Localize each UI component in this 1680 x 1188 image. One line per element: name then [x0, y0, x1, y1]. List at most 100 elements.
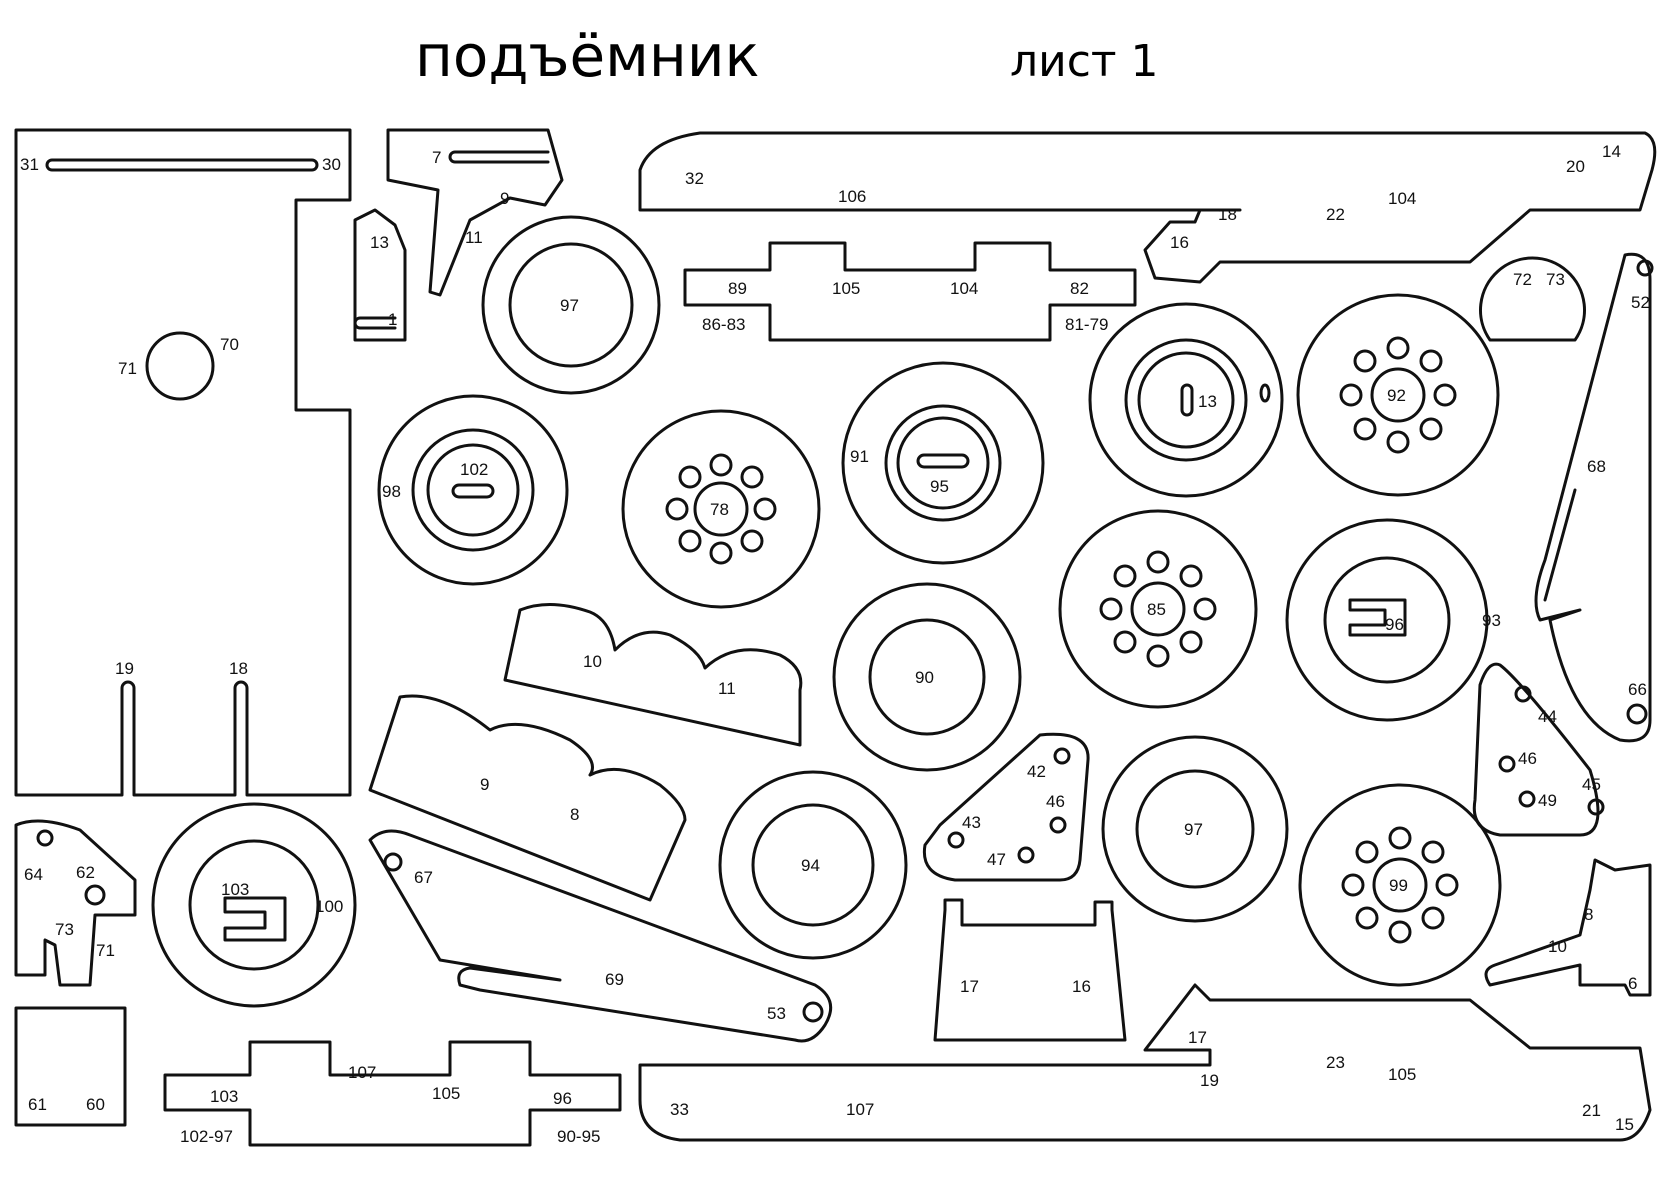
part-bottom-bar: 17 19 23 105 33 107 21 15 — [638, 983, 1652, 1142]
label-102: 102 — [460, 460, 488, 479]
label-81-79: 81-79 — [1065, 315, 1108, 334]
part-plate-44: 44 46 49 45 — [1472, 662, 1605, 837]
part-saddle-10-11: 10 11 — [503, 602, 803, 747]
label-105: 105 — [832, 279, 860, 298]
label-31: 31 — [20, 155, 39, 174]
part-small-13: 13 1 — [353, 208, 407, 342]
label-45: 45 — [1582, 775, 1601, 794]
page-title: подъёмник — [415, 22, 760, 90]
label-20: 20 — [1566, 157, 1585, 176]
label-44: 44 — [1538, 707, 1557, 726]
label-18: 18 — [229, 659, 248, 678]
label-61: 61 — [28, 1095, 47, 1114]
part-wheel-13: 13 — [1088, 302, 1284, 498]
label-19: 19 — [115, 659, 134, 678]
label-9: 9 — [500, 189, 509, 208]
part-wheel-78: 78 — [621, 409, 821, 609]
part-top-bar: 32 106 18 22 104 20 14 16 — [638, 131, 1657, 284]
label-105b: 105 — [432, 1084, 460, 1103]
label-97b: 97 — [1184, 820, 1203, 839]
label-104b: 104 — [950, 279, 978, 298]
label-89: 89 — [728, 279, 747, 298]
label-93: 93 — [1482, 611, 1501, 630]
label-10: 10 — [583, 652, 602, 671]
part-saddle-9-8: 9 8 — [368, 694, 687, 902]
label-33: 33 — [670, 1100, 689, 1119]
label-46: 46 — [1046, 792, 1065, 811]
label-73: 73 — [1546, 270, 1565, 289]
label-90-95: 90-95 — [557, 1127, 600, 1146]
label-19b: 19 — [1200, 1071, 1219, 1090]
label-91: 91 — [850, 447, 869, 466]
label-66: 66 — [1628, 680, 1647, 699]
label-82: 82 — [1070, 279, 1089, 298]
label-96b: 96 — [553, 1089, 572, 1108]
part-comb-61-60: 61 60 — [14, 1006, 127, 1127]
label-30: 30 — [322, 155, 341, 174]
label-73b: 73 — [55, 920, 74, 939]
label-69: 69 — [605, 970, 624, 989]
label-16: 16 — [1170, 233, 1189, 252]
label-72: 72 — [1513, 270, 1532, 289]
label-62: 62 — [76, 863, 95, 882]
label-7: 7 — [432, 148, 441, 167]
label-68: 68 — [1587, 457, 1606, 476]
label-106: 106 — [838, 187, 866, 206]
part-large-panel: 31 30 70 71 19 18 — [14, 128, 352, 797]
label-32: 32 — [685, 169, 704, 188]
label-11: 11 — [465, 228, 483, 247]
label-86-83: 86-83 — [702, 315, 745, 334]
label-16b: 16 — [1072, 977, 1091, 996]
label-107b: 107 — [846, 1100, 874, 1119]
label-9b: 9 — [480, 775, 489, 794]
label-47: 47 — [987, 850, 1006, 869]
label-100: 100 — [315, 897, 343, 916]
label-8: 8 — [570, 805, 579, 824]
part-wheel-94: 94 — [718, 770, 908, 960]
part-cross-bar-top: 89 105 104 82 86-83 81-79 — [683, 241, 1137, 342]
label-98: 98 — [382, 482, 401, 501]
label-97: 97 — [560, 296, 579, 315]
part-wheel-91: 91 95 — [841, 361, 1045, 565]
part-bracket-8: 8 10 6 — [1484, 858, 1652, 997]
part-wheel-97: 97 — [481, 215, 661, 395]
label-107: 107 — [348, 1063, 376, 1082]
label-71: 71 — [118, 359, 137, 378]
part-cross-bar-bottom: 107 103 105 96 102-97 90-95 — [163, 1040, 622, 1147]
label-14: 14 — [1602, 142, 1621, 161]
label-43: 43 — [962, 813, 981, 832]
label-18b: 18 — [1218, 205, 1237, 224]
label-95: 95 — [930, 477, 949, 496]
part-wheel-99: 99 — [1298, 783, 1502, 987]
part-wheel-90: 90 — [832, 582, 1022, 772]
sheet-label: лист 1 — [1010, 36, 1159, 87]
label-13b: 13 — [1198, 392, 1217, 411]
part-arm-52: 52 68 66 — [1534, 252, 1654, 743]
label-71b: 71 — [96, 941, 115, 960]
part-arm-67: 67 69 53 — [368, 829, 833, 1043]
part-comb-72-73: 72 73 — [1479, 256, 1586, 342]
label-17: 17 — [960, 977, 979, 996]
part-wheel-100: 103 100 — [151, 802, 357, 1008]
label-8b: 8 — [1584, 905, 1593, 924]
part-wheel-98: 98 102 — [377, 394, 569, 586]
label-10b: 10 — [1548, 937, 1567, 956]
label-1: 1 — [388, 310, 397, 329]
label-67: 67 — [414, 868, 433, 887]
label-21: 21 — [1582, 1101, 1601, 1120]
part-plate-42: 42 46 43 47 — [922, 732, 1090, 882]
label-70: 70 — [220, 335, 239, 354]
label-103b: 103 — [210, 1087, 238, 1106]
label-90: 90 — [915, 668, 934, 687]
label-105c: 105 — [1388, 1065, 1416, 1084]
label-104: 104 — [1388, 189, 1416, 208]
label-11b: 11 — [718, 679, 736, 698]
label-102-97: 102-97 — [180, 1127, 233, 1146]
label-49: 49 — [1538, 791, 1557, 810]
label-85: 85 — [1147, 600, 1166, 619]
part-bracket-64: 64 62 73 71 — [14, 819, 137, 987]
label-6: 6 — [1628, 974, 1637, 993]
label-17b: 17 — [1188, 1028, 1207, 1047]
label-92: 92 — [1387, 386, 1406, 405]
